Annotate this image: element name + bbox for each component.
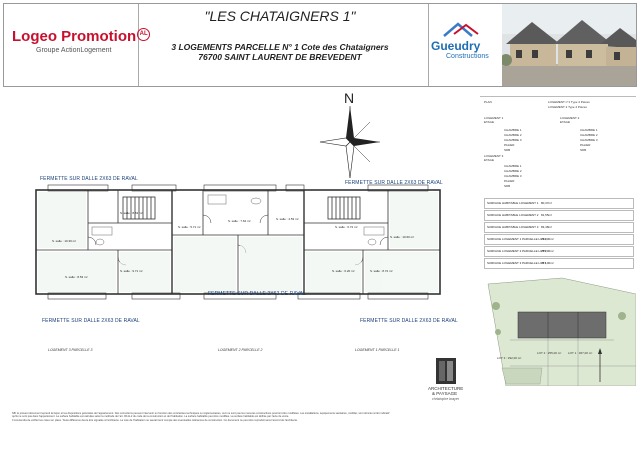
footer-line: NB: le présent document reprend la façon…	[12, 412, 390, 415]
north-label: N	[344, 90, 355, 106]
surface-value: 255,00m²	[541, 249, 554, 253]
logo-badge: AL	[137, 28, 151, 41]
surface-value: 81,55m²	[541, 213, 553, 217]
footer-notice: NB: le présent document reprend la façon…	[12, 412, 628, 422]
room-label: S. salle : 8.72 m²	[370, 269, 393, 273]
fermette-label: FERMETTE SUR DALLE 2X63 DE RAVAL	[208, 291, 306, 297]
room-label: S. salle : 8.53 m²	[65, 275, 88, 279]
logement2-title: LOGEMENT 2	[560, 116, 580, 120]
surface-label: SURFACE LOGEMENT 2 PARCELLE LOT 2	[487, 249, 547, 253]
room-label: S. salle : 10.60 m²	[390, 235, 415, 239]
room-label: S. salle : 8.53 m²	[120, 211, 143, 215]
panel-header-left: PLAN	[484, 100, 492, 104]
etage-label: ETAGE	[560, 120, 570, 124]
room-label: S. salle : 4.53 m²	[276, 217, 299, 221]
header-divider	[428, 4, 429, 86]
chambre3-label: CHAMBRE 3	[504, 138, 522, 142]
chambre3-label: CHAMBRE 3	[580, 138, 598, 142]
room-label: S. salle : 6.20 m²	[332, 269, 355, 273]
surface-label: SURFACE LOGEMENT 1 PARCELLE LOT 3	[487, 237, 547, 241]
surface-value: 80,37m²	[541, 201, 553, 205]
floor-plan-drawing	[35, 184, 441, 300]
lot-label: LOGEMENT 2 PARCELLE 2	[218, 348, 263, 352]
etage-label: ETAGE	[484, 158, 494, 162]
logo-subtitle: Groupe ActionLogement	[36, 47, 112, 54]
etage-label: ETAGE	[484, 120, 494, 124]
room-label: S. salle : 6.72 m²	[335, 225, 358, 229]
page-title: "LES CHATAIGNERS 1"	[204, 8, 356, 24]
room-areas-table: PLAN LOGEMENT n°1 Type 4 Pièces LOGEMENT…	[480, 96, 636, 191]
surface-label: SURFACE HABITABLE LOGEMENT 1	[487, 201, 539, 205]
project-subtitle: 3 LOGEMENTS PARCELLE N° 1 Cote des Chata…	[171, 42, 389, 52]
footer-line: qu'ils ne sont pas dans l'appartement. L…	[12, 415, 290, 419]
chambre1-label: CHAMBRE 1	[580, 128, 598, 132]
site-lot-label: LOT 2 : 255,00 m²	[537, 351, 562, 355]
room-label: S. salle : 5.71 m²	[178, 225, 201, 229]
palier-label: PALIER	[504, 143, 515, 147]
fermette-label: FERMETTE SUR DALLE 2X63 DE RAVAL	[42, 318, 140, 324]
surface-label: SURFACE LOGEMENT 3 PARCELLE LOT 1	[487, 261, 547, 265]
palier-label: PALIER	[580, 143, 591, 147]
gueudry-subtitle: Constructions	[446, 53, 489, 60]
panel-header-right: LOGEMENT n°1 Type 4 Pièces	[548, 100, 590, 104]
project-address: 76700 SAINT LAURENT DE BREVEDENT	[198, 52, 362, 62]
chambre1-label: CHAMBRE 1	[504, 164, 522, 168]
logement3-title: LOGEMENT 3	[484, 154, 504, 158]
fermette-label: FERMETTE SUR DALLE 2X63 DE RAVAL	[360, 318, 458, 324]
sdb-label: SDB	[504, 148, 511, 152]
surface-label: SURFACE HABITABLE LOGEMENT 3	[487, 225, 539, 229]
sdb-label: SDB	[504, 184, 511, 188]
architect-name-2: & PAYSAGE	[432, 391, 458, 396]
room-label: S. salle : 7.64 m²	[228, 219, 251, 223]
site-lot-label: LOT 1 : 367,00 m²	[568, 351, 593, 355]
chambre3-label: CHAMBRE 3	[504, 174, 522, 178]
logo-brand: Logeo Promotion	[12, 28, 137, 45]
architect-name-3: christophe brayer	[432, 397, 460, 401]
site-lot-label: LOT 3 : 292,00 m²	[497, 356, 522, 360]
house-rendering-image	[502, 4, 636, 86]
architect-name-1: ARCHITECTURE	[428, 386, 464, 391]
site-plan-drawing	[482, 276, 636, 386]
chambre2-label: CHAMBRE 2	[504, 169, 522, 173]
chambre2-label: CHAMBRE 2	[504, 133, 522, 137]
fermette-label: FERMETTE SUR DALLE 2X63 DE RAVAL	[40, 176, 138, 182]
gueudry-house-icon	[443, 22, 479, 37]
panel-header-right2: LOGEMENT 2 Type 4 Pièces	[548, 105, 587, 109]
surface-label: SURFACE HABITABLE LOGEMENT 2	[487, 213, 539, 217]
chambre2-label: CHAMBRE 2	[580, 133, 598, 137]
palier-label: PALIER	[504, 179, 515, 183]
architect-logo-icon	[436, 358, 456, 384]
surface-value: 292,00m²	[541, 237, 554, 241]
header-divider	[138, 4, 139, 86]
footer-line: Il conviendra de vérifier les cotes sur …	[12, 418, 298, 422]
surface-value: 83,48m²	[541, 225, 553, 229]
logement1-title: LOGEMENT 1	[484, 116, 504, 120]
lot-label: LOGEMENT 3 PARCELLE 3	[48, 348, 93, 352]
fermette-label: FERMETTE SUR DALLE 2X63 DE RAVAL	[345, 180, 443, 186]
surface-value: 367,00m²	[541, 261, 554, 265]
room-label: S. salle : 10.39 m²	[52, 239, 77, 243]
compass-rose-icon	[319, 106, 380, 179]
lot-label: LOGEMENT 1 PARCELLE 1	[355, 348, 400, 352]
chambre1-label: CHAMBRE 1	[504, 128, 522, 132]
gueudry-brand: Gueudry	[431, 39, 481, 53]
sdb-label: SDB	[580, 148, 587, 152]
room-label: S. salle : 9.71 m²	[120, 269, 143, 273]
